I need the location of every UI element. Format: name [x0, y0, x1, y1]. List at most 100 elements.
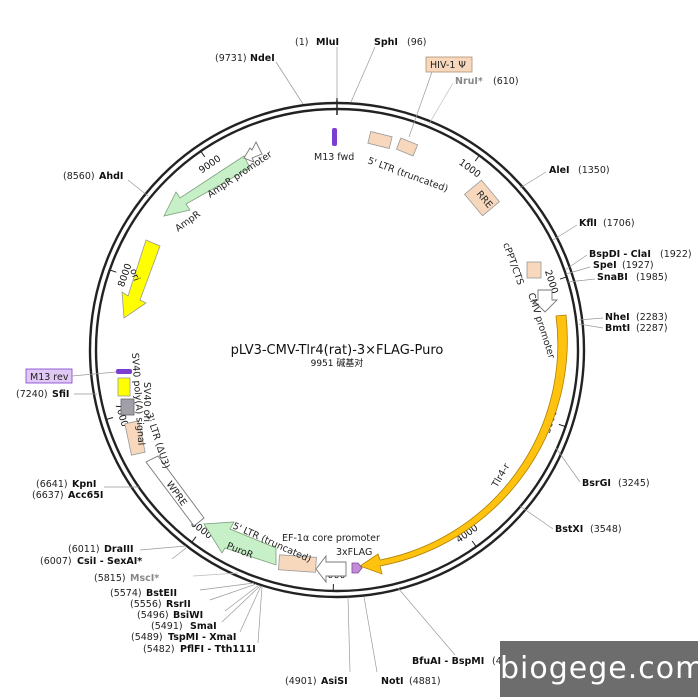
tick-mark: [471, 540, 477, 548]
site-bsiwi[interactable]: BsiWI: [173, 610, 203, 621]
pos-nrui: (610): [493, 76, 519, 87]
five-ltr-top-feature-2[interactable]: [395, 137, 419, 157]
pos-pflfi: (5482): [143, 644, 175, 655]
site-msci[interactable]: MscI*: [130, 573, 159, 584]
sv40-ori-label: SV40 ori: [141, 382, 152, 422]
five-ltr-top-feature[interactable]: [367, 131, 393, 149]
site-snabi[interactable]: SnaBI: [597, 272, 628, 283]
m13-rev-leader: [71, 371, 117, 377]
five-ltr-top-label: 5' LTR (truncated): [366, 155, 449, 194]
cmv-promoter-arrow[interactable]: [531, 289, 559, 313]
puror-arrow[interactable]: [203, 521, 277, 566]
m13-rev-feature[interactable]: [116, 369, 132, 374]
leader-nrui: [428, 82, 454, 125]
pos-kpni: (6641): [36, 479, 68, 490]
site-ndei[interactable]: NdeI: [250, 53, 275, 64]
site-kfli[interactable]: KflI: [579, 218, 597, 229]
ef1a-label: EF-1α core promoter: [282, 533, 380, 544]
site-bspdi-clai[interactable]: BspDI - ClaI: [589, 249, 651, 260]
leader-msci: [192, 572, 239, 577]
plasmid-size: 9951 碱基对: [311, 357, 364, 369]
hiv-psi-box[interactable]: [425, 56, 473, 73]
leader-spei: [565, 266, 591, 275]
site-pflfi[interactable]: PflFI - Tth111I: [180, 644, 256, 655]
ef1a-arrow[interactable]: [315, 554, 347, 584]
pos-snabi: (1985): [636, 272, 668, 283]
site-draiii[interactable]: DraIII: [104, 544, 134, 555]
site-bfuai-bspmi[interactable]: BfuAI - BspMI: [412, 656, 484, 667]
site-kpni[interactable]: KpnI: [72, 479, 96, 490]
site-acc65i[interactable]: Acc65I: [68, 490, 103, 501]
leader-bstxi: [519, 505, 554, 530]
leader-xmai: [239, 585, 262, 633]
pos-ndei: (9731): [215, 53, 247, 64]
pos-acc65i: (6637): [32, 490, 64, 501]
site-mlui[interactable]: MluI: [316, 37, 339, 48]
pos-bstxi: (3548): [590, 524, 622, 535]
pos-noti: (4881): [409, 676, 441, 687]
leader-bfuai: [397, 587, 456, 656]
ampr-arrow[interactable]: [163, 155, 251, 217]
site-smai[interactable]: SmaI: [190, 621, 217, 632]
site-alei[interactable]: AleI: [549, 165, 570, 176]
pos-tspmi: (5489): [131, 632, 163, 643]
pos-rsrii: (5556): [130, 599, 162, 610]
pos-bsiwi: (5496): [137, 610, 169, 621]
pos-nhei: (2283): [636, 312, 668, 323]
ori-arrow[interactable]: [121, 239, 161, 319]
flag-label: 3xFLAG: [336, 547, 372, 558]
sv40-polya-feature[interactable]: [120, 398, 135, 416]
wpre-feature[interactable]: [145, 455, 205, 527]
site-bsteii[interactable]: BstEII: [146, 588, 177, 599]
ori-label: ori: [127, 267, 142, 282]
five-ltr-bottom-feature[interactable]: [278, 554, 317, 573]
site-csii[interactable]: CsiI - SexAI*: [77, 556, 142, 567]
site-ahdi[interactable]: AhdI: [99, 171, 123, 182]
pos-bsteii: (5574): [110, 588, 142, 599]
leader-tth111i: [257, 585, 263, 644]
leader-claI: [564, 254, 588, 271]
site-bstxi[interactable]: BstXI: [555, 524, 583, 535]
leader-sphi: [350, 46, 376, 103]
site-asisi[interactable]: AsiSI: [321, 676, 348, 687]
leader-ndei: [275, 61, 304, 105]
leader-rsrii: [209, 583, 257, 601]
pos-alei: (1350): [578, 165, 610, 176]
pos-draiii: (6011): [68, 544, 100, 555]
site-bmti[interactable]: BmtI: [605, 323, 630, 334]
ampr-promoter-arrow[interactable]: [243, 140, 263, 163]
site-tspmi[interactable]: TspMI - XmaI: [168, 632, 236, 643]
tick-mark: [559, 276, 567, 280]
pos-bspdi-clai: (1922): [660, 249, 692, 260]
site-sfii[interactable]: SfiI: [52, 389, 69, 400]
site-spei[interactable]: SpeI: [593, 260, 617, 271]
leader-asisi: [347, 596, 351, 673]
hiv-psi-label: HIV-1 Ψ: [430, 60, 466, 71]
site-nhei[interactable]: NheI: [605, 312, 630, 323]
tick-mark: [109, 269, 117, 273]
m13-fwd-label: M13 fwd: [314, 152, 354, 163]
three-ltr-feature[interactable]: [124, 420, 146, 456]
pos-bmti: (2287): [636, 323, 668, 334]
site-nrui[interactable]: NruI*: [455, 76, 483, 87]
sv40-ori-feature[interactable]: [117, 377, 131, 397]
tick-mark: [106, 416, 114, 420]
cppt-feature[interactable]: [526, 261, 542, 279]
leader-bmti: [578, 323, 604, 329]
leader-nhei: [578, 317, 604, 321]
cppt-label: cPPT/CTS: [500, 241, 525, 286]
pos-csii: (6007): [40, 556, 72, 567]
leader-bsiwi: [224, 584, 260, 612]
tick-mark: [200, 150, 206, 158]
tick-label: 1000: [457, 157, 483, 180]
site-rsrii[interactable]: RsrII: [166, 599, 191, 610]
tick-mark: [558, 423, 566, 428]
rre-feature[interactable]: [464, 179, 500, 217]
m13-fwd-feature[interactable]: [332, 128, 337, 146]
flag-feature[interactable]: [351, 562, 363, 574]
leader-alei: [519, 171, 547, 189]
site-bsrgi[interactable]: BsrGI: [582, 478, 611, 489]
site-noti[interactable]: NotI: [381, 676, 404, 687]
site-sphi[interactable]: SphI: [374, 37, 398, 48]
